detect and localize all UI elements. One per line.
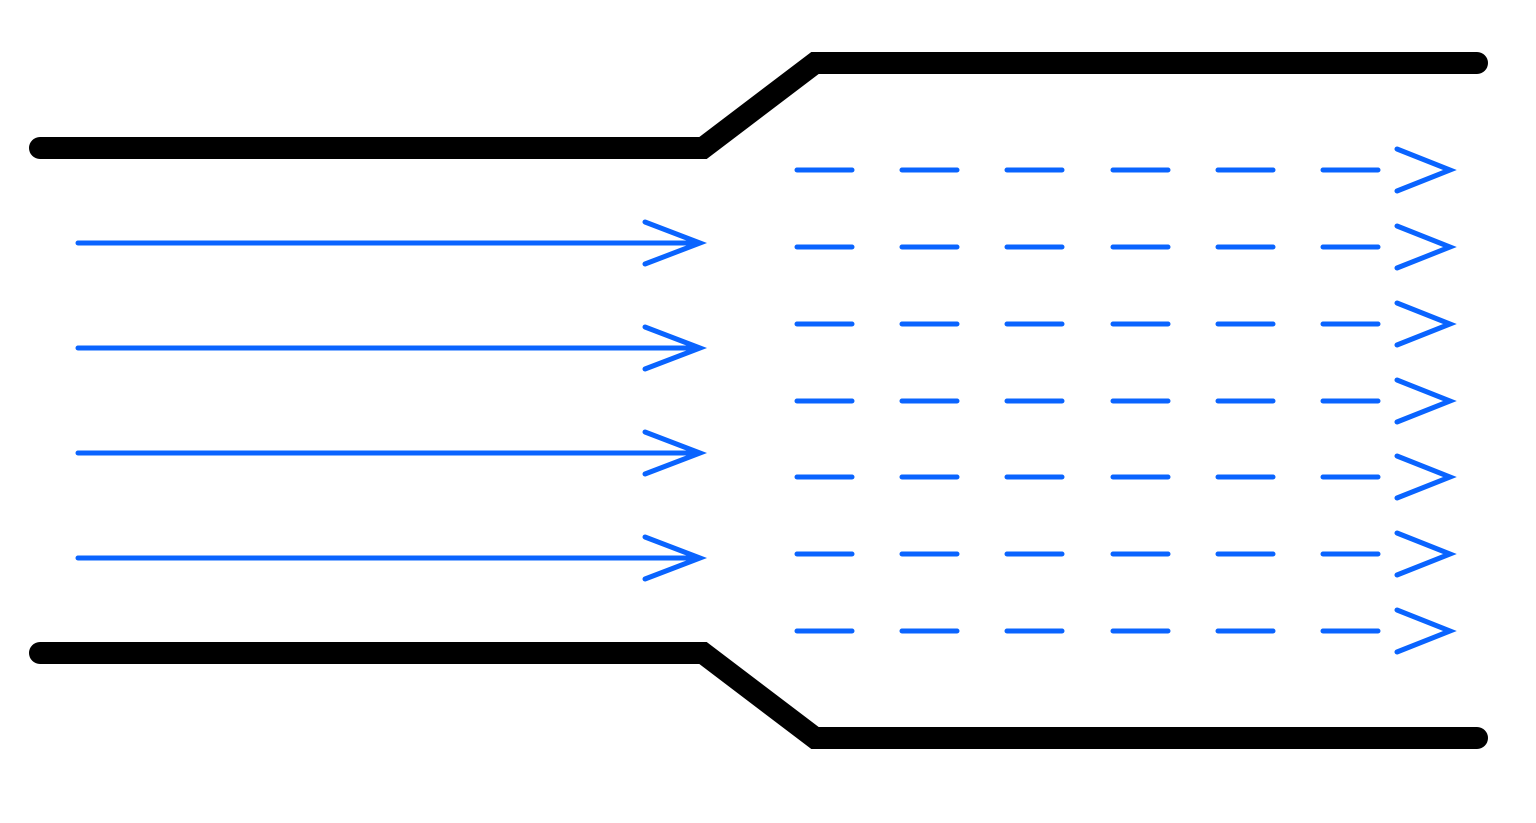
inlet-arrow xyxy=(75,219,708,267)
pipe-walls xyxy=(29,52,1488,749)
arrowhead-icon xyxy=(1394,146,1457,194)
arrowhead-icon xyxy=(642,324,708,372)
arrowhead-icon xyxy=(1394,223,1457,271)
arrowhead-icon xyxy=(1394,607,1457,655)
arrowhead-icon xyxy=(1394,300,1457,348)
arrowhead-icon xyxy=(1394,453,1457,501)
arrowhead-icon xyxy=(642,429,708,477)
arrowhead-icon xyxy=(642,219,708,267)
outlet-arrow xyxy=(794,300,1457,348)
outlet-arrow xyxy=(794,607,1457,655)
outlet-arrow xyxy=(794,453,1457,501)
outlet-arrow xyxy=(794,146,1457,194)
inlet-arrow xyxy=(75,534,708,582)
arrowhead-icon xyxy=(642,534,708,582)
outlet-arrow xyxy=(794,223,1457,271)
arrowhead-icon xyxy=(1394,530,1457,578)
inlet-arrow xyxy=(75,324,708,372)
arrowhead-icon xyxy=(1394,377,1457,425)
outlet-arrow xyxy=(794,530,1457,578)
outlet-flow-arrows xyxy=(794,146,1457,655)
inlet-flow-arrows xyxy=(75,219,708,582)
bottom-wall xyxy=(29,642,1488,749)
outlet-arrow xyxy=(794,377,1457,425)
top-wall xyxy=(29,52,1488,159)
inlet-arrow xyxy=(75,429,708,477)
